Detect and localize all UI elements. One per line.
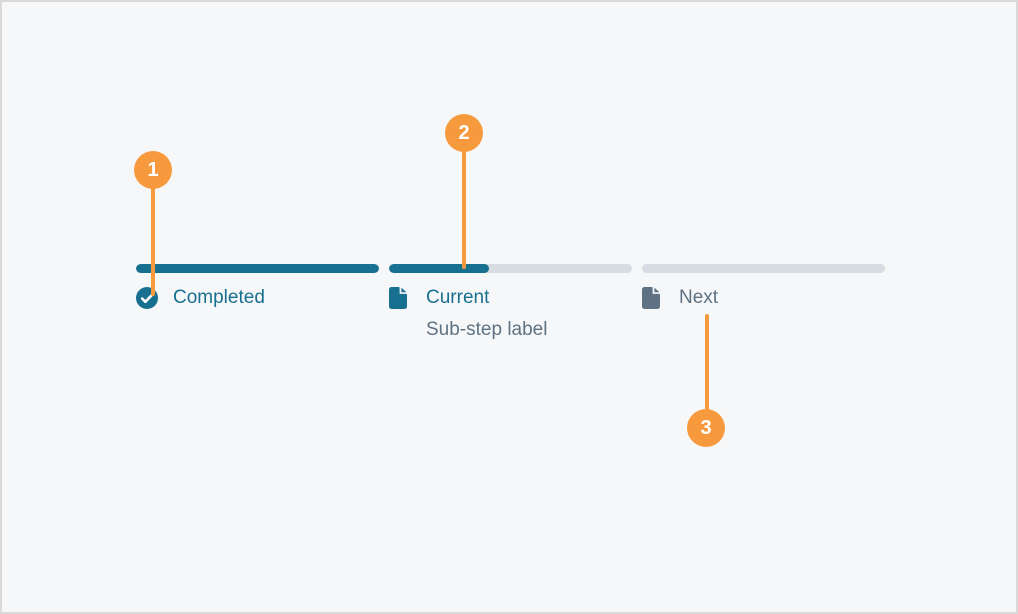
step-completed[interactable]: Completed [136, 264, 379, 341]
step-next-track [642, 264, 885, 273]
step-completed-label-row: Completed [136, 286, 379, 309]
progress-stepper: Completed Current Sub-step label [136, 264, 885, 341]
step-current-track [389, 264, 632, 273]
step-completed-fill [136, 264, 379, 273]
step-current-label-row: Current [389, 286, 632, 309]
callout-3-marker: 3 [687, 409, 725, 447]
step-current[interactable]: Current Sub-step label [389, 264, 632, 341]
step-current-fill [389, 264, 489, 273]
callout-1-pointer-line [151, 170, 155, 296]
step-completed-track [136, 264, 379, 273]
callout-2-pointer-line [462, 133, 466, 269]
check-circle-icon [136, 286, 160, 309]
callout-3-pointer-line [705, 314, 709, 428]
step-next-label-row: Next [642, 286, 885, 309]
step-label: Completed [173, 287, 265, 308]
sub-step-label: Sub-step label [426, 319, 548, 340]
document-icon [389, 286, 413, 309]
step-next[interactable]: Next [642, 264, 885, 341]
step-label: Next [679, 287, 719, 308]
step-label: Current [426, 287, 490, 308]
document-icon [642, 286, 666, 309]
callout-1-marker: 1 [134, 151, 172, 189]
callout-2-marker: 2 [445, 114, 483, 152]
